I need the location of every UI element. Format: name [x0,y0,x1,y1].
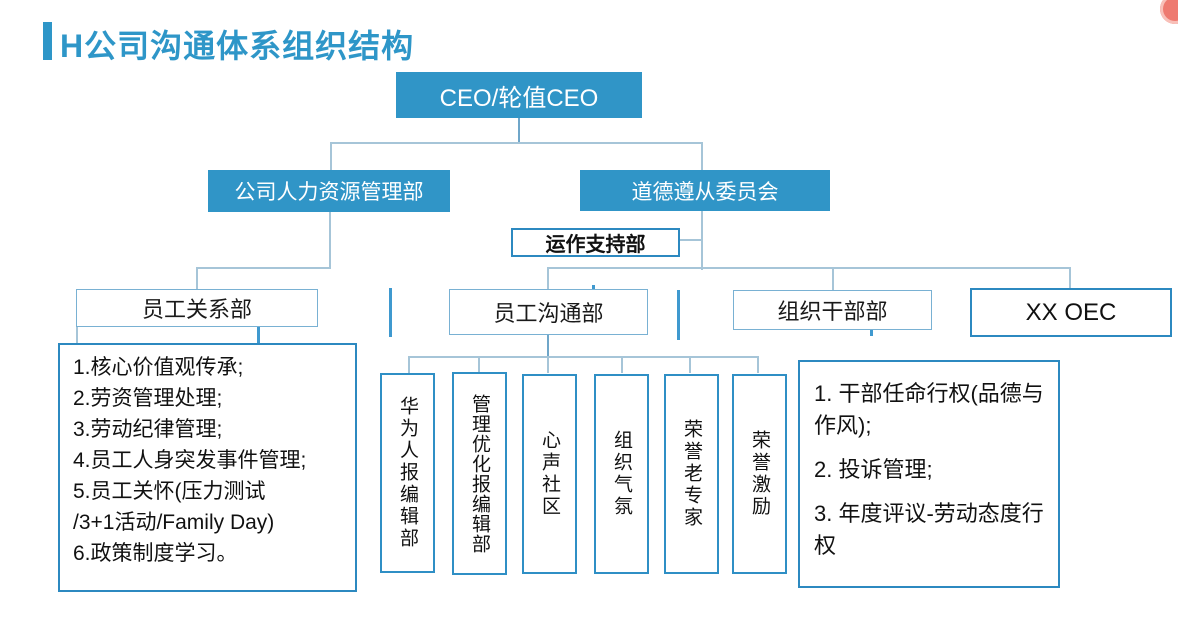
node-org-cadre: 组织干部部 [733,290,932,330]
node-ethics-committee: 道德遵从委员会 [580,170,830,211]
node-huawei-people-editorial: 华为人报编辑部 [380,373,435,573]
connector-line [689,356,691,373]
node-honor-incentive: 荣誉激励 [732,374,787,574]
node-honor-senior-experts: 荣誉老专家 [664,374,719,574]
connector-line [701,142,703,170]
connector-line [408,356,758,358]
connector-line [701,211,703,270]
connector-line [1069,269,1071,288]
connector-segment [677,290,680,340]
duty-line: 1.核心价值观传承; [73,356,244,379]
duty-line: 3.劳动纪律管理; [73,418,223,441]
connector-line [330,142,703,144]
duty-line: 2.劳资管理处理; [73,387,223,410]
cadre-duties-box: 1. 干部任命行权(品德与作风); 2. 投诉管理; 3. 年度评议-劳动态度行… [798,360,1060,588]
duty-line: /3+1活动/Family Day) [73,511,275,534]
connector-line [621,356,623,373]
connector-line [196,267,198,289]
node-employee-relations: 员工关系部 [76,289,318,327]
duty-line: 2. 投诉管理; [814,457,933,482]
connector-line [330,142,332,170]
relations-duties-box: 1.核心价值观传承; 2.劳资管理处理; 3.劳动纪律管理; 4.员工人身突发事… [58,343,357,592]
duty-line: 6.政策制度学习。 [73,542,238,565]
connector-line [408,356,410,373]
connector-line [76,327,78,343]
duty-line: 4.员工人身突发事件管理; [73,449,307,472]
title-accent-bar [43,22,52,60]
node-xinsheng-community: 心声社区 [522,374,577,574]
connector-line [547,335,549,357]
connector-line [518,118,520,143]
connector-line [329,212,331,269]
page-title: H公司沟通体系组织结构 [60,28,415,64]
node-support-dept: 运作支持部 [511,228,680,257]
node-ceo: CEO/轮值CEO [396,72,642,118]
connector-segment [389,288,392,337]
floating-badge-icon[interactable] [1160,0,1178,24]
connector-line [196,267,331,269]
connector-line [478,356,480,373]
connector-line [547,356,549,373]
node-mgmt-optimization-editorial: 管理优化报编辑部 [452,372,507,575]
duty-line: 5.员工关怀(压力测试 [73,480,266,503]
node-hr-dept: 公司人力资源管理部 [208,170,450,212]
node-oec: XX OEC [970,288,1172,337]
connector-line [547,267,549,289]
connector-line [832,269,834,290]
connector-line [680,239,701,241]
node-employee-comm: 员工沟通部 [449,289,648,335]
connector-line [757,356,759,373]
duty-line: 3. 年度评议-劳动态度行权 [814,501,1044,558]
connector-line [548,267,1071,269]
duty-line: 1. 干部任命行权(品德与作风); [814,381,1044,438]
node-org-climate: 组织气氛 [594,374,649,574]
